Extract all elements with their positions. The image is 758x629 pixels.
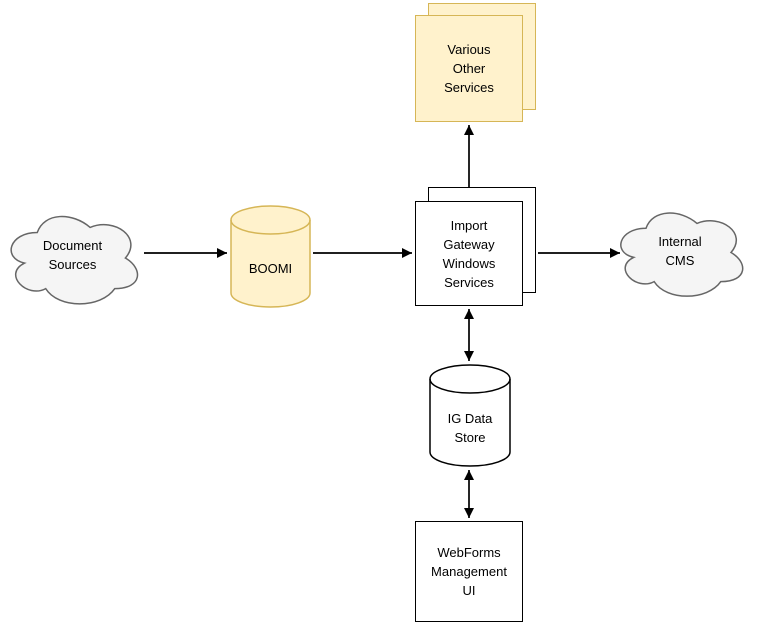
node-label: Various Other Services xyxy=(444,42,494,95)
cloud-outline xyxy=(11,216,137,303)
node-label: Internal CMS xyxy=(658,233,702,268)
node-boomi: BOOMI xyxy=(230,205,311,308)
node-document-sources: Document Sources xyxy=(2,207,143,309)
cloud-shape xyxy=(2,207,143,309)
cylinder-body xyxy=(429,364,511,467)
cylinder-shape xyxy=(230,205,311,308)
node-label: BOOMI xyxy=(248,261,293,276)
node-label: Import Gateway Windows Services xyxy=(442,217,496,290)
cylinder-lid xyxy=(230,219,311,235)
node-label: WebForms Management UI xyxy=(431,545,507,598)
node-ig-data-store: IG Data Store xyxy=(429,364,511,467)
cylinder-body xyxy=(230,205,311,308)
cylinder-lid xyxy=(429,378,511,394)
stacked-square-front: Various Other Services xyxy=(415,15,523,122)
node-various-other-services: Various Other Services xyxy=(415,3,537,123)
cylinder-shape xyxy=(429,364,511,467)
node-label: IG Data Store xyxy=(447,410,493,445)
stacked-square-front: Import Gateway Windows Services xyxy=(415,201,523,306)
node-import-gateway-windows-services: Import Gateway Windows Services xyxy=(415,187,537,307)
node-label: Document Sources xyxy=(42,238,103,272)
node-internal-cms: Internal CMS xyxy=(612,204,748,301)
cloud-outline xyxy=(621,213,743,296)
node-webforms-management-ui: WebForms Management UI xyxy=(415,521,523,622)
cloud-shape xyxy=(612,204,748,301)
